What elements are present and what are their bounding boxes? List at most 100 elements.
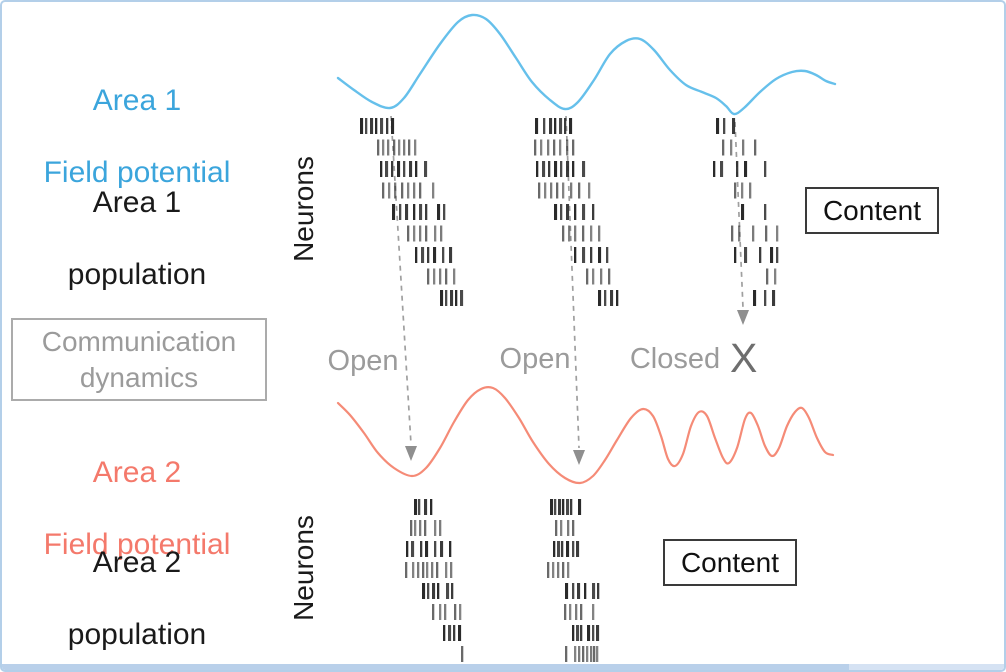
spike-tick [569, 604, 572, 620]
spike-tick [754, 139, 757, 156]
coupling-arrow-open-1 [390, 115, 417, 461]
spike-tick [417, 562, 420, 578]
spike-tick [554, 161, 558, 177]
spike-tick [574, 247, 577, 263]
area2-field-potential-trace [336, 386, 835, 485]
spike-tick [408, 139, 411, 156]
spike-tick [576, 541, 580, 557]
spike-tick [439, 604, 442, 620]
spike-tick [564, 118, 567, 134]
spike-tick [434, 225, 437, 242]
area2-field-line2: Field potential [43, 528, 231, 561]
spike-tick [592, 268, 595, 285]
spike-tick [776, 247, 779, 263]
spike-tick [592, 583, 596, 599]
spike-tick [730, 139, 733, 156]
gate-closed-label: Closed [629, 343, 721, 375]
spike-tick [391, 161, 394, 177]
spike-tick [553, 541, 556, 557]
spike-tick [425, 225, 428, 242]
spike-tick [590, 247, 593, 263]
spike-tick [436, 562, 439, 578]
spike-tick [759, 247, 762, 263]
spike-tick [426, 562, 429, 578]
spike-tick [570, 499, 573, 515]
area2-population-spiking-label: Area 2 population spiking [12, 510, 262, 670]
spike-tick [596, 625, 600, 641]
spike-tick [413, 225, 416, 242]
spike-tick [741, 182, 744, 199]
spike-tick [586, 268, 589, 285]
content-bottom-label: Content [680, 546, 780, 578]
gate-open-label-2: Open [499, 343, 571, 375]
spike-tick [744, 247, 748, 263]
spike-tick [460, 290, 464, 306]
spike-tick [442, 247, 445, 263]
spike-tick [734, 182, 737, 199]
spike-tick [380, 118, 384, 134]
spike-tick [407, 182, 410, 199]
spike-tick [410, 520, 413, 536]
spike-tick [387, 139, 390, 156]
spike-tick [406, 541, 409, 557]
area2-field-potential-label: Area 2 Field potential [12, 420, 262, 598]
spike-tick [723, 118, 726, 134]
spike-tick [606, 247, 609, 263]
spike-tick [560, 204, 563, 220]
spike-tick [562, 562, 565, 578]
area2-spike-raster-2 [547, 499, 600, 662]
spike-tick [431, 562, 434, 578]
spike-tick [437, 204, 441, 220]
spike-tick [555, 520, 558, 536]
spike-tick [454, 604, 457, 620]
spike-tick [559, 118, 563, 134]
spike-tick [398, 139, 401, 156]
spike-tick [749, 182, 752, 199]
spike-tick [713, 161, 716, 177]
spike-tick [597, 583, 600, 599]
spike-tick [405, 562, 408, 578]
spike-tick [592, 204, 595, 220]
spike-tick [375, 118, 378, 134]
spike-tick [582, 646, 585, 662]
spike-tick [716, 118, 720, 134]
spike-tick [440, 290, 444, 306]
spike-tick [554, 499, 557, 515]
spike-tick [576, 625, 580, 641]
bottom-edge-bar-left [2, 664, 849, 670]
spike-tick [590, 225, 593, 242]
spike-tick [582, 204, 586, 220]
spike-tick [415, 247, 418, 263]
spike-tick [393, 139, 396, 156]
spike-tick [432, 182, 435, 199]
spike-tick [544, 182, 547, 199]
spike-tick [424, 161, 428, 177]
spike-tick [407, 225, 410, 242]
spike-tick [596, 646, 599, 662]
spike-tick [567, 562, 570, 578]
spike-tick [582, 247, 586, 263]
spike-tick [572, 583, 575, 599]
area1-field-line2: Field potential [43, 156, 231, 189]
spike-tick [549, 118, 553, 134]
spike-tick [433, 268, 436, 285]
spike-tick [388, 182, 391, 199]
area2-pop-line1: Area 2 [92, 546, 182, 579]
spike-tick [419, 182, 422, 199]
coupling-arrow-closed [734, 121, 749, 325]
spike-tick [453, 268, 456, 285]
spike-tick [588, 182, 591, 199]
spike-tick [590, 646, 593, 662]
spike-tick [560, 520, 563, 536]
area2-field-line1: Area 2 [92, 456, 182, 489]
spike-tick [592, 604, 595, 620]
spike-tick [720, 161, 724, 177]
spike-tick [732, 118, 736, 134]
spike-tick [394, 182, 397, 199]
neurons-axis-label-bottom: Neurons [288, 515, 319, 621]
spike-tick [742, 139, 745, 156]
spike-tick [424, 520, 427, 536]
spike-tick [440, 225, 443, 242]
spike-tick [448, 625, 452, 641]
